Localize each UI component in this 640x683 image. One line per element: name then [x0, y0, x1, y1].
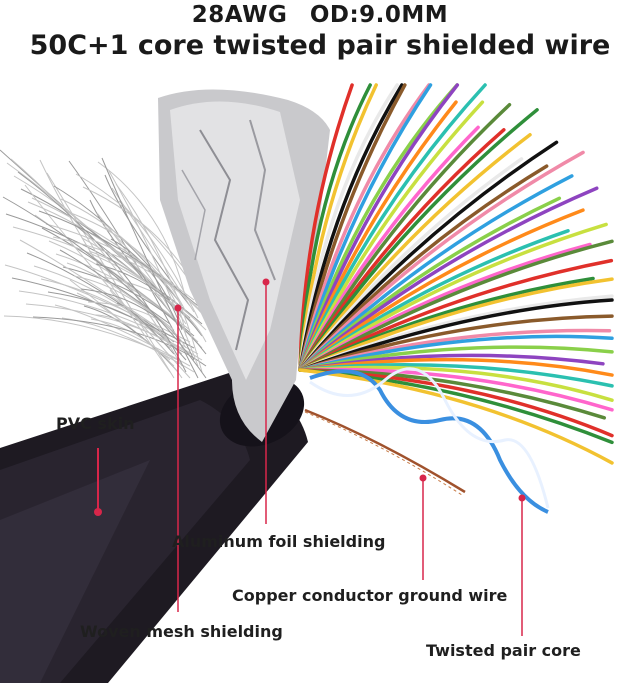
- label-pvc-skin: PVC skin: [56, 414, 135, 433]
- label-woven-mesh-shielding: Woven mesh shielding: [80, 622, 283, 641]
- callout-lines: [94, 278, 526, 636]
- mesh-strand: [115, 183, 203, 373]
- woven-mesh-strands: [0, 149, 207, 379]
- label-twisted-pair-core: Twisted pair core: [426, 641, 581, 660]
- mesh-strand: [101, 157, 195, 361]
- mesh-strand: [66, 262, 175, 331]
- mesh-strand: [62, 266, 207, 355]
- label-copper-ground-wire: Copper conductor ground wire: [232, 586, 508, 605]
- mesh-strand: [95, 263, 203, 337]
- mesh-strand: [2, 196, 207, 379]
- mesh-strand: [108, 170, 199, 367]
- mesh-strand: [39, 159, 171, 373]
- mesh-strand: [117, 251, 187, 337]
- mesh-strand: [12, 226, 207, 331]
- aluminum-foil: [158, 89, 330, 442]
- mesh-strand: [116, 302, 175, 355]
- mesh-strand: [90, 318, 183, 379]
- mesh-strand: [11, 277, 195, 349]
- copper-ground-wire: [304, 408, 466, 496]
- mesh-strand: [97, 161, 187, 301]
- spec-title: 28AWG OD:9.0MM: [191, 2, 449, 28]
- mesh-strand: [38, 210, 199, 307]
- twisted-pair-blue-white: [309, 367, 550, 514]
- mesh-strand: [88, 250, 199, 331]
- mesh-strand: [59, 249, 171, 325]
- mesh-strand: [52, 236, 207, 319]
- mesh-strand: [104, 174, 191, 307]
- mesh-strand: [83, 305, 179, 373]
- mesh-strand: [18, 290, 199, 355]
- mesh-strand: [94, 314, 191, 355]
- mesh-strand: [25, 303, 203, 361]
- conductor-wire: [298, 368, 614, 465]
- mesh-strand: [80, 288, 183, 343]
- mesh-strand: [3, 315, 179, 361]
- colored-conductor-wires: [298, 83, 614, 465]
- mesh-strand: [17, 171, 187, 373]
- product-title: 50C+1 core twisted pair shielded wire: [29, 30, 611, 61]
- conductor-wire: [298, 239, 614, 372]
- mesh-strand: [10, 158, 183, 367]
- mesh-strand: [46, 172, 175, 379]
- label-aluminum-foil-shielding: Aluminum foil shielding: [172, 532, 386, 551]
- mesh-strand: [110, 238, 183, 331]
- mesh-strand: [87, 301, 187, 349]
- mesh-strand: [41, 227, 195, 337]
